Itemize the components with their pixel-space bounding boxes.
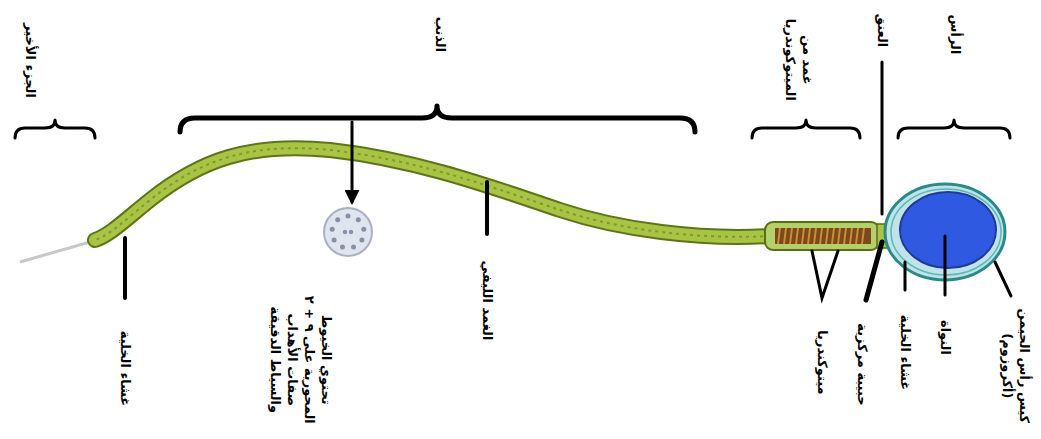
brace-group xyxy=(15,106,1010,138)
part-label: غشاء الخلية xyxy=(897,302,914,402)
part-label: العنق xyxy=(874,5,891,55)
mitochondria-stripes xyxy=(778,228,864,244)
cross-section xyxy=(324,208,372,256)
part-label: الرأس xyxy=(947,6,964,62)
tail-outline xyxy=(95,148,770,240)
leader-lines xyxy=(125,62,1011,300)
neck-leader xyxy=(881,62,884,214)
sheath-leader xyxy=(485,182,489,234)
part-label: النواة xyxy=(937,307,954,367)
part-label: الغمد الليفي xyxy=(479,245,496,355)
part-label: كيس رأس الحيمن (أكروزوم) xyxy=(998,306,1032,426)
microtubules xyxy=(330,214,367,250)
part-label: حبيبة مركزية xyxy=(854,314,871,414)
drawing-part xyxy=(343,230,347,234)
drawing-part xyxy=(330,227,335,232)
drawing-part xyxy=(335,217,340,222)
drawing-part xyxy=(359,238,364,243)
drawing-part xyxy=(356,217,361,222)
drawing-part xyxy=(340,245,345,250)
end-piece xyxy=(20,240,97,262)
part-label: تحتوي الخيوط المحورية على ٩ + ٢ صفات الأ… xyxy=(266,285,334,435)
end-piece-brace xyxy=(15,120,95,138)
head-brace xyxy=(898,120,1010,138)
part-label: الذنب xyxy=(432,8,449,60)
nucleus-leader xyxy=(944,236,947,295)
nucleus xyxy=(900,192,996,268)
part-label: غمد من الميتوكوندريا xyxy=(781,14,815,106)
tail-brace xyxy=(180,106,695,132)
drawing-part xyxy=(332,238,337,243)
tail-texture xyxy=(95,148,770,240)
centriole-leader xyxy=(866,242,882,300)
part-label: غشاء الخلية xyxy=(117,308,134,428)
part-label: الجزء الأخير xyxy=(22,15,39,105)
part-label: ميتوكندريا xyxy=(814,312,831,412)
tail xyxy=(95,148,770,240)
acrosome-leader xyxy=(995,262,1011,296)
mitochondria-coil xyxy=(775,228,871,244)
membrane-leader xyxy=(123,238,127,298)
mitochondria-leader xyxy=(812,251,838,298)
membrane-leader xyxy=(904,262,907,290)
midpiece-brace xyxy=(752,120,860,138)
section-arrow xyxy=(351,122,354,202)
drawing-part xyxy=(346,214,351,219)
drawing-part xyxy=(361,227,366,232)
drawing-part xyxy=(349,230,353,234)
drawing-part xyxy=(351,245,356,250)
midpiece xyxy=(765,222,879,250)
